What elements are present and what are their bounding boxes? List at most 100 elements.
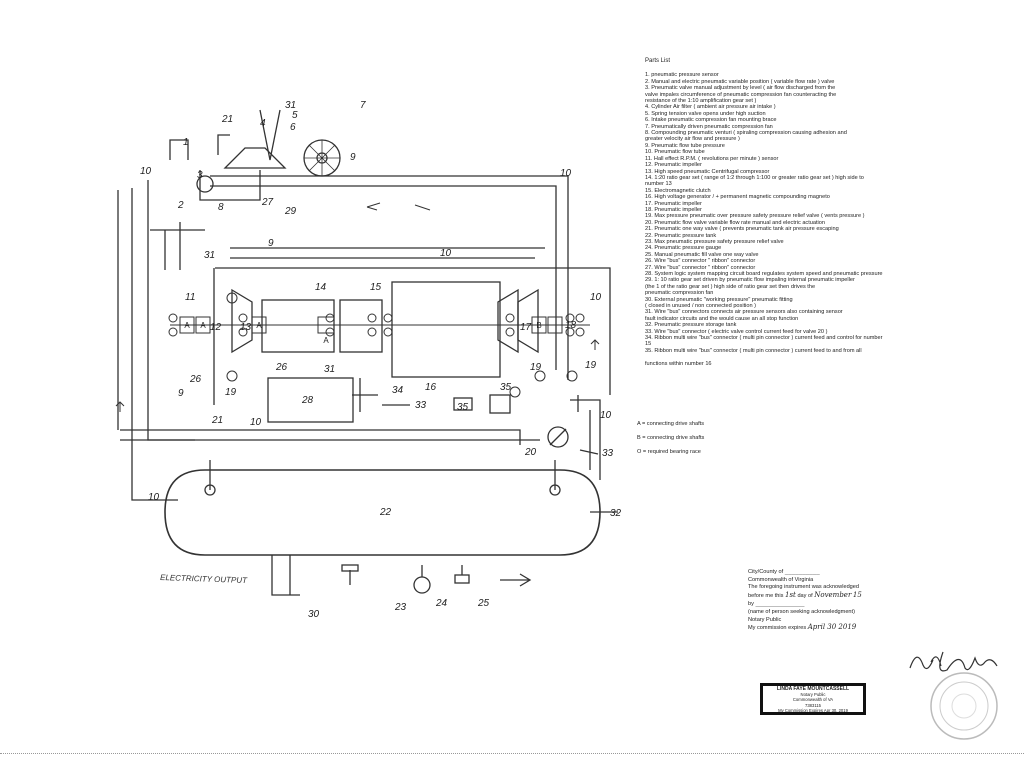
callout-10-e: 10 <box>250 417 262 428</box>
notary-line-by: by ______________ <box>748 599 805 608</box>
page-bottom-edge <box>0 753 1024 755</box>
callout-9-left: 9 <box>178 388 184 399</box>
callout-9-mid: 9 <box>268 238 274 249</box>
callout-30: 30 <box>308 609 320 620</box>
callout-6: 6 <box>290 122 296 133</box>
legend: A = connecting drive shafts B = connecti… <box>637 420 704 462</box>
callout-7: 7 <box>360 100 366 111</box>
parts-list-item: 5. Spring tension valve opens under high… <box>645 110 766 117</box>
parts-list-item: 8. Compounding pneumatic venturi ( spira… <box>645 130 847 137</box>
callout-10-b: 10 <box>560 168 572 179</box>
callout-13: 13 <box>240 322 252 333</box>
callout-10-a: 10 <box>140 166 152 177</box>
callout-3: 3 <box>197 170 203 181</box>
parts-list-item: 31. Wire "bus" connectors connects air p… <box>645 309 843 316</box>
callout-10-f: 10 <box>590 292 602 303</box>
callout-28: 28 <box>301 395 314 406</box>
callout-35-mid: 35 <box>457 402 469 413</box>
callout-26-b: 26 <box>275 362 288 373</box>
callout-2: 2 <box>177 200 184 211</box>
parts-list-item: 16. High voltage generator / + permanent… <box>645 194 830 201</box>
callout-21-top: 21 <box>221 114 233 125</box>
callout-19-right: 19 <box>585 360 597 371</box>
parts-list-item: 23. Max pneumatic pressure safety pressu… <box>645 238 784 245</box>
parts-list-item: valve impales circumference of pneumatic… <box>645 91 837 98</box>
legend-item-o: O = required bearing race <box>637 449 701 455</box>
parts-list-item: pneumatic compression fan <box>645 290 714 297</box>
parts-list-item: 34. Ribbon multi wire "bus" connector ( … <box>645 335 883 342</box>
pneumatic-system-schematic: A A A A B 3 2 8 31 21 1 5 6 4 7 9 29 27 … <box>115 100 622 620</box>
parts-list-item: 24. Pneumatic pressure gauge <box>645 245 722 252</box>
callout-25: 25 <box>477 598 490 609</box>
parts-list-item: 7. Pneumatically driven pneumatic compre… <box>645 123 773 130</box>
stamp-title: Notary Public <box>800 692 826 698</box>
callout-18: 18 <box>565 320 577 331</box>
callout-12: 12 <box>210 322 222 333</box>
parts-list-item: 20. Pneumatic flow valve variable flow r… <box>645 219 826 226</box>
parts-list-item: 13. High speed pneumatic Centrifugal com… <box>645 168 770 175</box>
parts-list-item: 29. 1: 10 ratio gear set driven by pneum… <box>645 277 855 284</box>
parts-list-item: ( closed in unused / non connected posit… <box>645 303 757 310</box>
legend-item-a: A = connecting drive shafts <box>637 421 705 427</box>
stamp-name: LINDA FAYE MOUNTCASSELL <box>776 686 850 692</box>
parts-list-item: 32. Pneumatic pressure storage tank <box>645 322 737 329</box>
parts-list-item: (the 1 of the ratio gear set ) high side… <box>645 283 816 290</box>
electricity-output-label: ELECTRICITY OUTPUT <box>160 573 248 585</box>
callout-24: 24 <box>435 598 448 609</box>
callout-16: 16 <box>425 382 437 393</box>
drive-shaft-a-mid: A <box>256 321 262 330</box>
parts-list-item: 3. Pneumatic valve manual adjustment by … <box>645 85 836 92</box>
stamp-state: Commonwealth of VA <box>792 697 834 703</box>
stamp-expiry: My Commission Expires Apr 30, 2019 <box>778 707 848 713</box>
callout-29: 29 <box>284 206 297 217</box>
parts-list-item: 15. Electromagnetic clutch <box>645 187 711 194</box>
callout-27: 27 <box>261 197 274 208</box>
drive-shaft-a-left-2: A <box>200 321 206 330</box>
parts-list-item: fault indicator circuits and the would c… <box>645 315 799 322</box>
parts-list-item: 2. Manual and electric pneumatic variabl… <box>645 78 835 85</box>
parts-list-item: 10. Pneumatic flow tube <box>645 149 705 156</box>
notary-line-person: (name of person seeking acknowledgment) <box>748 608 855 615</box>
parts-list-item: 9. Pneumatic flow tube pressure <box>645 142 725 149</box>
callout-4: 4 <box>260 118 266 129</box>
callout-19-left: 19 <box>225 387 237 398</box>
parts-list-item: number 13 <box>645 181 672 188</box>
parts-list-item: 19. Max pressure pneumatic over pressure… <box>645 213 865 220</box>
parts-list-item: 18. Pneumatic impeller <box>645 206 702 213</box>
parts-list-item: 35. Ribbon multi wire "bus" connector ( … <box>645 347 862 354</box>
parts-list-item: resistance of the 1:10 amplification gea… <box>645 98 757 105</box>
parts-list-item: 11. Hall effect R.P.M. ( revolutions per… <box>645 155 779 162</box>
callout-10-d: 10 <box>148 492 160 503</box>
callout-19-mid: 19 <box>530 362 542 373</box>
parts-list-item: functions within number 16 <box>645 360 712 367</box>
notary-line-county: City/County of __________ <box>748 567 820 575</box>
parts-list-item: 26. Wire "bus" connector " ribbon" conne… <box>645 258 756 265</box>
parts-list-title: Parts List <box>645 58 671 64</box>
parts-list-item: 28. System logic system mapping circuit … <box>645 271 883 277</box>
parts-list-item: 1. pneumatic pressure sensor <box>645 72 719 79</box>
parts-list-item: 21. Pneumatic one way valve ( prevents p… <box>645 226 839 233</box>
drive-shaft-a-box14: A <box>323 336 329 345</box>
notary-line-expires: My commission expires April 30 2019 <box>748 623 857 632</box>
parts-list-item: 17. Pneumatic impeller <box>645 200 702 207</box>
parts-list-item: greater velocity air flow and pressure ) <box>645 136 740 143</box>
callout-32: 32 <box>610 508 622 519</box>
parts-list-item: 4. Cylinder Air filter ( ambient air pre… <box>645 104 776 111</box>
callout-22: 22 <box>379 507 392 518</box>
signature-mark <box>909 651 998 672</box>
stamp-number: 7383115 <box>805 702 821 708</box>
parts-list-item: 27. Wire "bus" connector " ribbon" conne… <box>645 264 756 271</box>
notary-line-acknowledged: The foregoing instrument was acknowledge… <box>748 584 860 591</box>
callout-9-top: 9 <box>350 152 356 163</box>
notary-line-date: before me this 1st day of November 15 <box>748 590 862 599</box>
notary-stamp: LINDA FAYE MOUNTCASSELL Notary Public Co… <box>760 683 866 715</box>
parts-list-item: 25. Manual pneumatic fill valve one way … <box>645 251 759 258</box>
drive-shaft-a-left: A <box>184 321 190 330</box>
callout-11: 11 <box>185 292 195 303</box>
parts-list-item: 12. Pneumatic impeller <box>645 162 702 169</box>
callout-31-top: 31 <box>285 100 296 111</box>
parts-list-item: 6. Intake pneumatic compression fan moun… <box>645 117 777 124</box>
callout-15: 15 <box>370 282 382 293</box>
